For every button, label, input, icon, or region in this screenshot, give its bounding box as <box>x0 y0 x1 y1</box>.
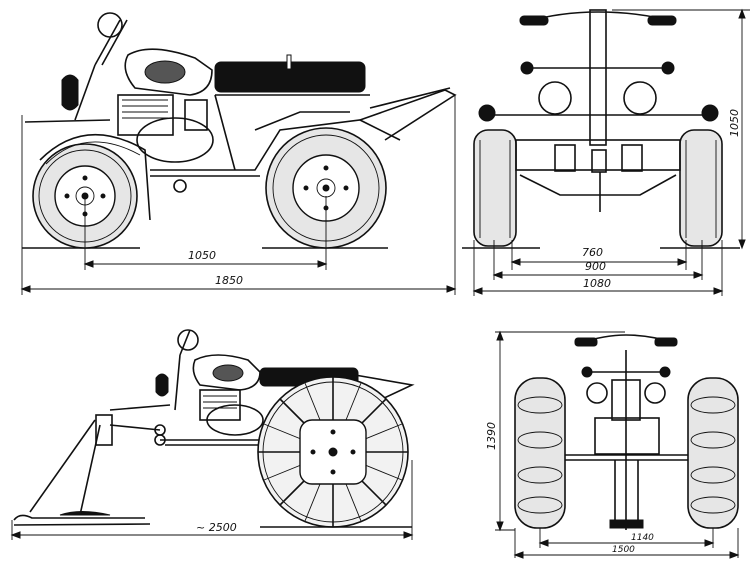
dim-ski-length: ~ 2500 <box>196 521 237 534</box>
front-view-wheeled: 1050 760 900 1080 <box>462 8 750 296</box>
dim-track-front: 760 <box>582 246 603 259</box>
dim-height: 1050 <box>728 109 741 137</box>
front-view-ski: 1390 1140 1500 <box>485 330 740 559</box>
paddle-wheel <box>257 376 409 528</box>
side-view-wheeled: 1050 1850 <box>20 12 457 295</box>
rear-wheel <box>265 127 387 249</box>
dim-height-ski: 1390 <box>485 422 498 450</box>
dim-track-ski: 1140 <box>631 533 654 543</box>
dim-width-ski: 1500 <box>612 545 635 555</box>
dim-wheelbase: 1050 <box>188 249 216 262</box>
dim-track-mid: 900 <box>585 260 606 273</box>
side-view-ski: ~ 2500 <box>10 329 415 540</box>
dim-overall-length: 1850 <box>215 274 243 287</box>
dim-width-overall: 1080 <box>583 277 611 290</box>
